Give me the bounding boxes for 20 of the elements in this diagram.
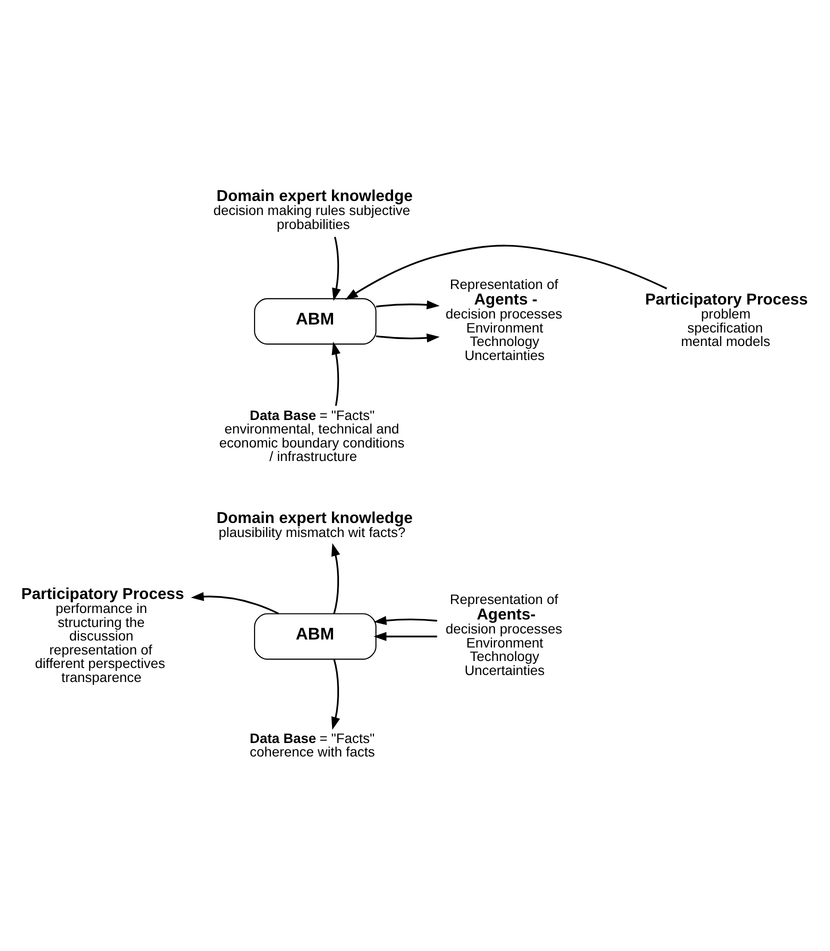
node-text: Data Base = "Facts" coherence with facts [250,730,375,760]
arrow [332,236,341,302]
arrow [331,659,340,730]
arrow [345,244,668,300]
arrow [374,616,438,626]
node-text: Participatory Process problem specification mental models [645,292,808,350]
arrow [376,300,440,310]
node-text: Representation of Agents - decision processes Environment Technology Uncertainties [446,277,562,363]
arrow [376,333,440,342]
arrow [332,342,340,406]
node-text: Domain expert knowledge decision making rules subjective probabilities [213,188,413,232]
node-text: Domain expert knowledge plausibility mismatch wit facts? [216,510,413,540]
node-box: ABM [254,298,376,345]
node-text: Representation of Agents- decision processes Environment Technology Uncertainties [446,592,562,678]
arrow [374,632,438,641]
node-text: Data Base = "Facts" environmental, technical and economic boundary conditions / infrastructure [219,408,405,464]
node-box: ABM [254,613,376,660]
arrow [190,592,279,614]
arrow [331,543,340,614]
node-text: Participatory Process performance in structuring the discussion representation of different perspectives transparence [21,586,184,685]
